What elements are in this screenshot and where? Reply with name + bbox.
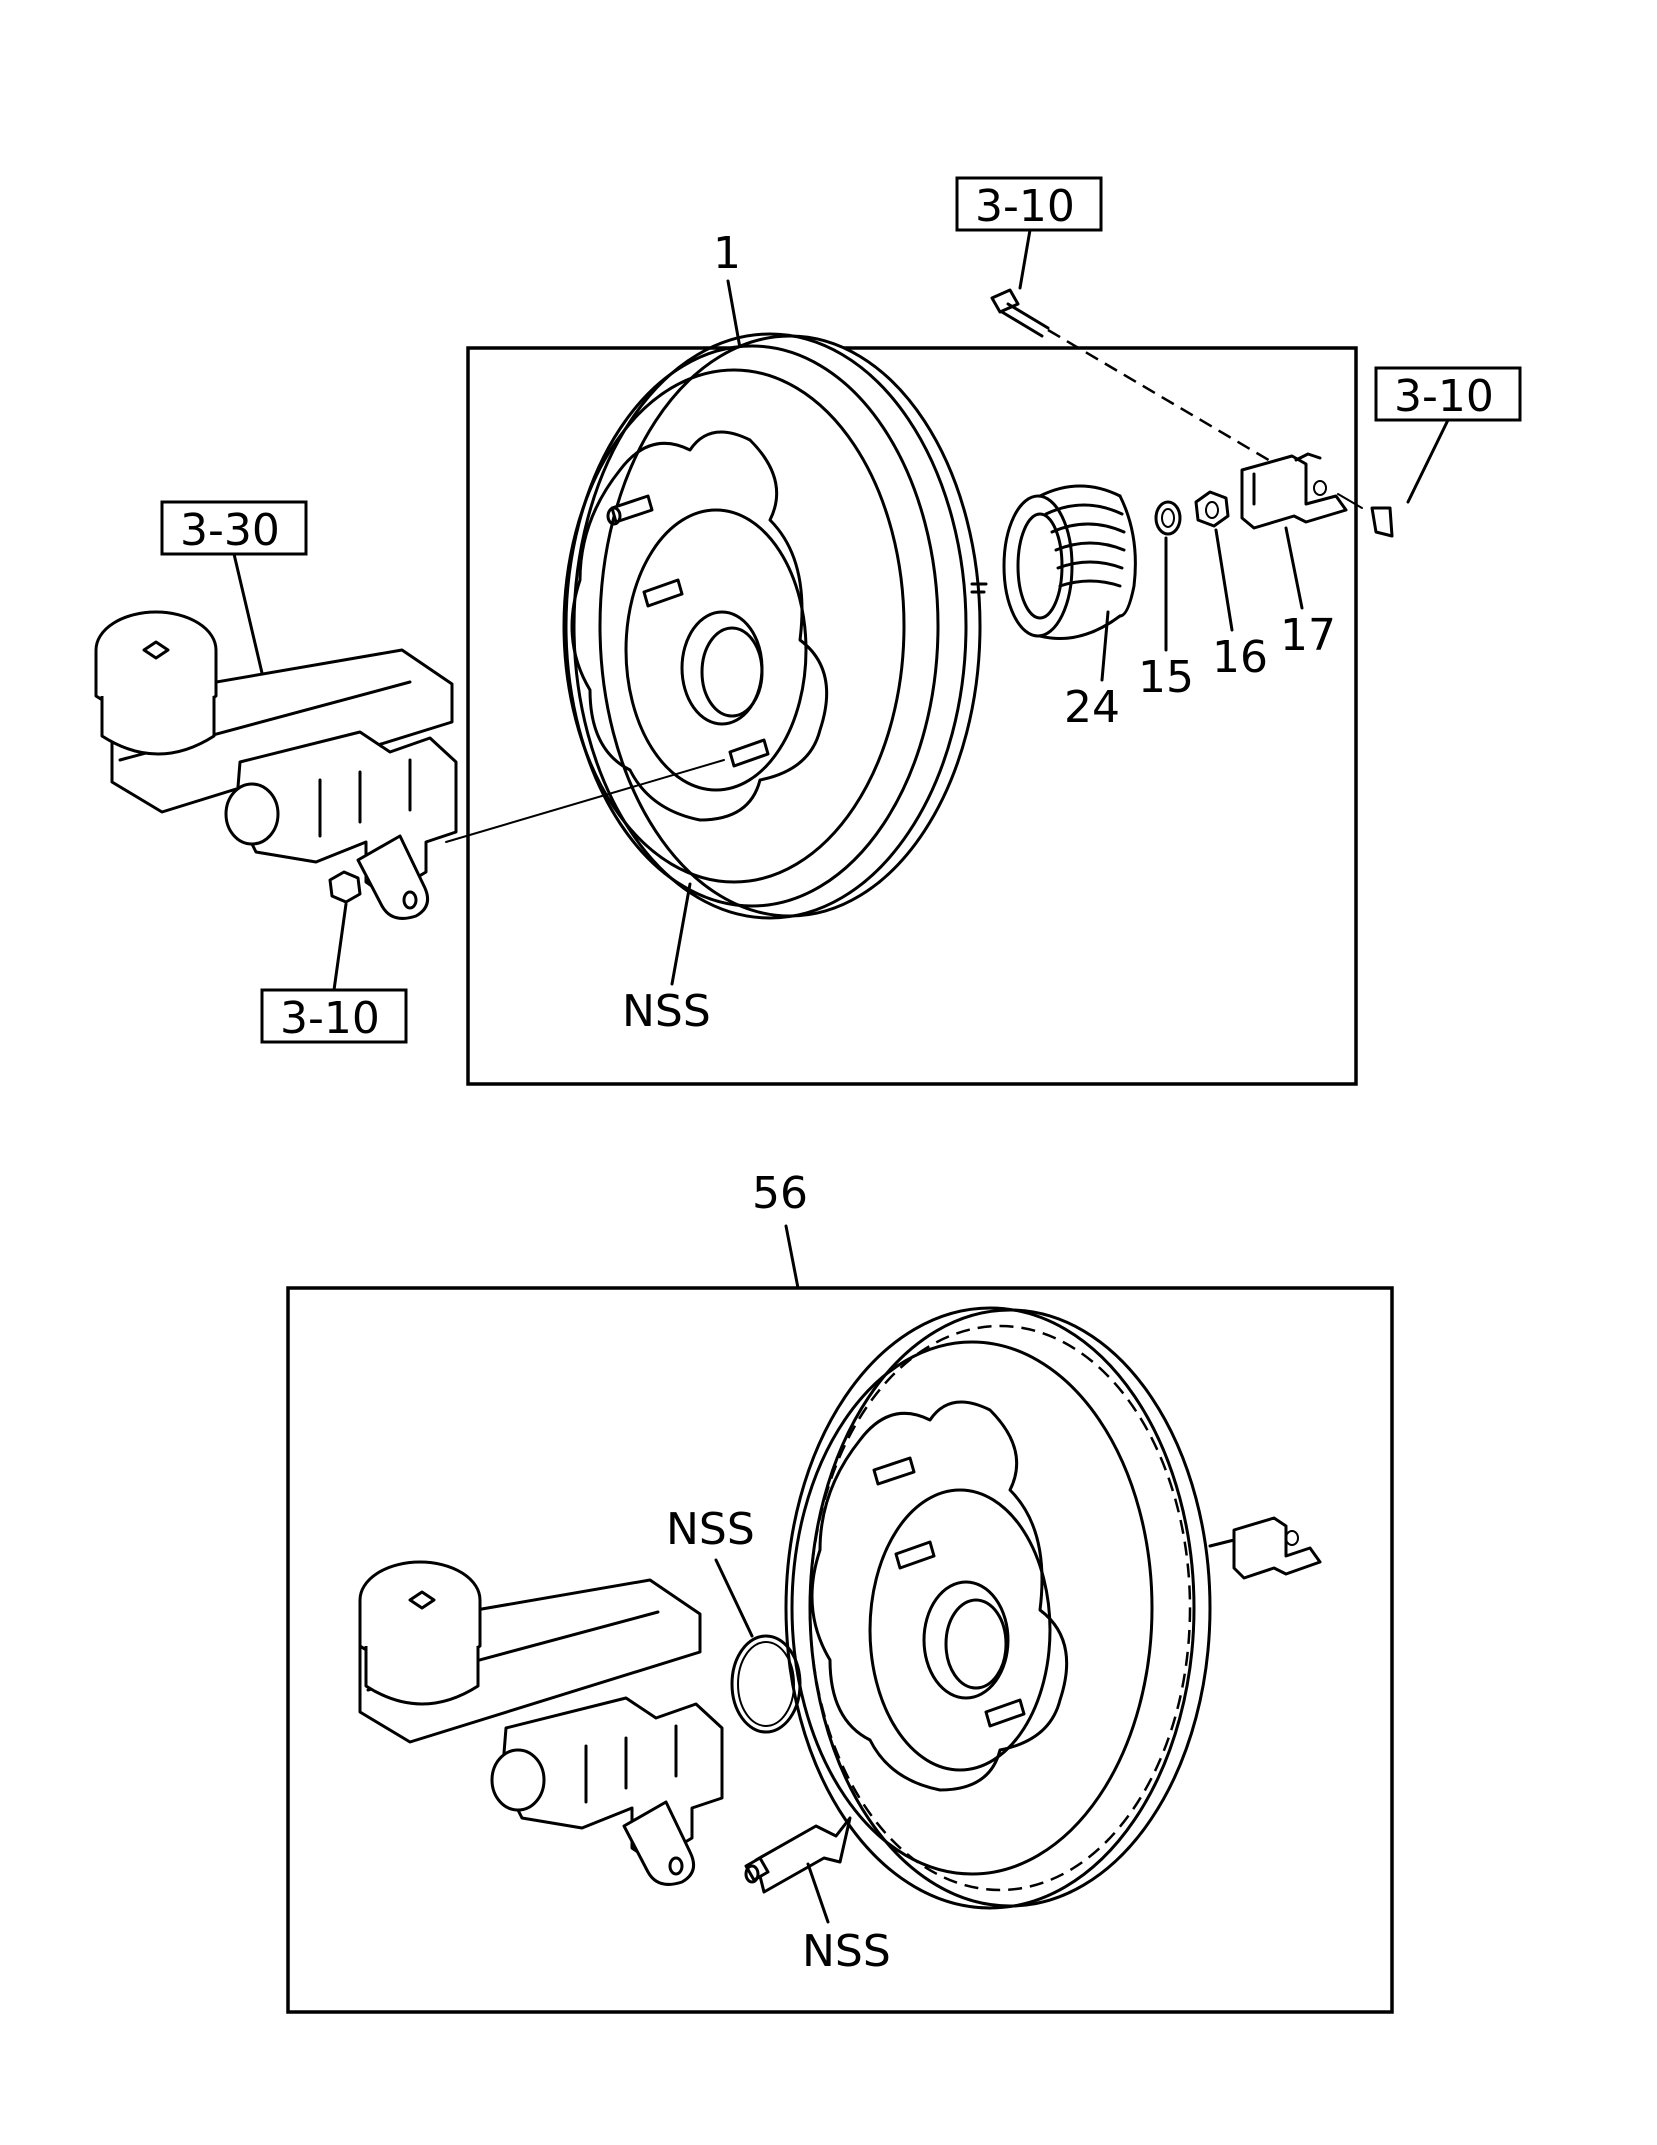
brake-booster-upper <box>445 332 988 920</box>
brake-booster-lower <box>784 1306 1322 1910</box>
label-15: 15 <box>1138 652 1194 703</box>
mounting-bolt <box>990 288 1273 464</box>
lower-assembly-group: 56 NSS <box>286 1168 1394 2014</box>
ref-box-pin: 3-10 <box>1374 366 1522 504</box>
washer-15 <box>1154 500 1182 536</box>
ref-box-bolt: 3-10 <box>955 176 1103 290</box>
svg-text:3-10: 3-10 <box>975 181 1075 232</box>
label-17: 17 <box>1280 610 1336 661</box>
svg-text:3-10: 3-10 <box>1394 371 1494 422</box>
label-nss-booster: NSS <box>622 986 711 1037</box>
o-ring <box>730 1634 802 1734</box>
callout-1: 1 <box>713 228 741 279</box>
upper-assembly-group: 1 3-10 3-10 3-30 3-10 <box>94 176 1522 1086</box>
master-cylinder-upper <box>94 610 458 920</box>
label-16: 16 <box>1212 632 1268 683</box>
assembly-line-booster <box>445 759 725 843</box>
nut-master-cylinder <box>328 870 362 904</box>
svg-text:3-30: 3-30 <box>180 505 280 556</box>
master-cylinder-lower <box>358 1560 724 1886</box>
grease-tube <box>744 1816 852 1894</box>
boot-24 <box>1002 484 1137 640</box>
nut-16 <box>1194 490 1230 528</box>
label-nss-grease-tube: NSS <box>802 1926 891 1977</box>
ref-box-nut: 3-10 <box>260 902 408 1044</box>
ref-box-master-cylinder: 3-30 <box>160 500 308 692</box>
clevis-pin <box>1337 493 1394 538</box>
svg-text:3-10: 3-10 <box>280 993 380 1044</box>
label-nss-o-ring: NSS <box>666 1504 755 1555</box>
clevis-17 <box>1240 452 1348 530</box>
upper-group-frame <box>466 346 1358 1086</box>
callout-56: 56 <box>752 1168 808 1219</box>
lower-group-frame <box>286 1286 1394 2014</box>
label-24: 24 <box>1064 682 1120 733</box>
callout-56-leader <box>784 1224 800 1290</box>
